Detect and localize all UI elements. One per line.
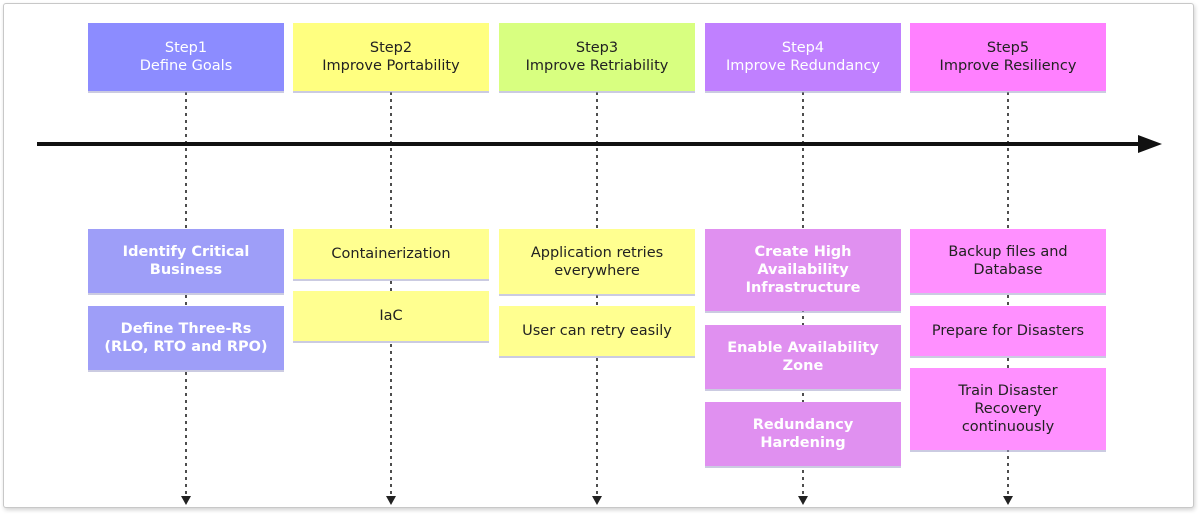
step1-task-1: Identify Critical Business	[88, 229, 284, 293]
step5-task-1: Backup files and Database	[910, 229, 1106, 293]
task-line: Availability	[757, 262, 849, 278]
task-line: Recovery	[974, 401, 1042, 417]
task-line: Infrastructure	[745, 280, 861, 296]
task-line: Enable Availability	[727, 340, 879, 356]
step4-header: Step4 Improve Redundancy	[705, 23, 901, 91]
step2-task-2: IaC	[293, 291, 489, 341]
step3-subtitle: Improve Retriability	[525, 58, 669, 74]
step5-task-3: Train Disaster Recovery continuously	[910, 368, 1106, 450]
step5-subtitle: Improve Resiliency	[939, 58, 1077, 74]
step3-title: Step3	[575, 40, 619, 56]
task-line: Database	[973, 262, 1043, 278]
step4-task-1: Create High Availability Infrastructure	[705, 229, 901, 311]
task-line: Define Three-Rs	[120, 321, 252, 337]
task-line: Zone	[782, 358, 824, 374]
step4-title: Step4	[781, 40, 825, 56]
task-line: Containerization	[331, 246, 451, 262]
step5-task-2: Prepare for Disasters	[910, 306, 1106, 356]
step3-header: Step3 Improve Retriability	[499, 23, 695, 91]
step5-title: Step5	[986, 40, 1030, 56]
task-line: everywhere	[554, 262, 640, 279]
step3-task-2: User can retry easily	[499, 306, 695, 356]
step2-task-1: Containerization	[293, 229, 489, 279]
task-line: User can retry easily	[522, 323, 672, 339]
step3-task-1: Application retries everywhere	[499, 229, 695, 294]
step1-header: Step1 Define Goals	[88, 23, 284, 91]
step5-header: Step5 Improve Resiliency	[910, 23, 1106, 91]
task-line: Create High	[754, 244, 852, 260]
task-line: IaC	[379, 308, 403, 324]
task-line: Prepare for Disasters	[931, 323, 1085, 339]
task-line: Identify Critical	[122, 244, 250, 260]
task-line: Train Disaster	[958, 383, 1058, 399]
step4-subtitle: Improve Redundancy	[726, 58, 880, 74]
task-line: Business	[149, 262, 223, 278]
step2-title: Step2	[369, 40, 413, 56]
task-line: Backup files and	[948, 244, 1068, 260]
task-line: Application retries	[530, 244, 664, 261]
step1-title: Step1	[164, 40, 208, 56]
step2-header: Step2 Improve Portability	[293, 23, 489, 91]
task-line: Hardening	[760, 435, 846, 451]
task-line: Redundancy	[752, 417, 854, 433]
step1-subtitle: Define Goals	[139, 58, 233, 74]
step1-task-2: Define Three-Rs (RLO, RTO and RPO)	[88, 306, 284, 370]
task-line: (RLO, RTO and RPO)	[104, 339, 268, 355]
step4-task-2: Enable Availability Zone	[705, 325, 901, 389]
task-line: continuously	[961, 419, 1055, 435]
step4-task-3: Redundancy Hardening	[705, 402, 901, 466]
step2-subtitle: Improve Portability	[322, 58, 460, 74]
